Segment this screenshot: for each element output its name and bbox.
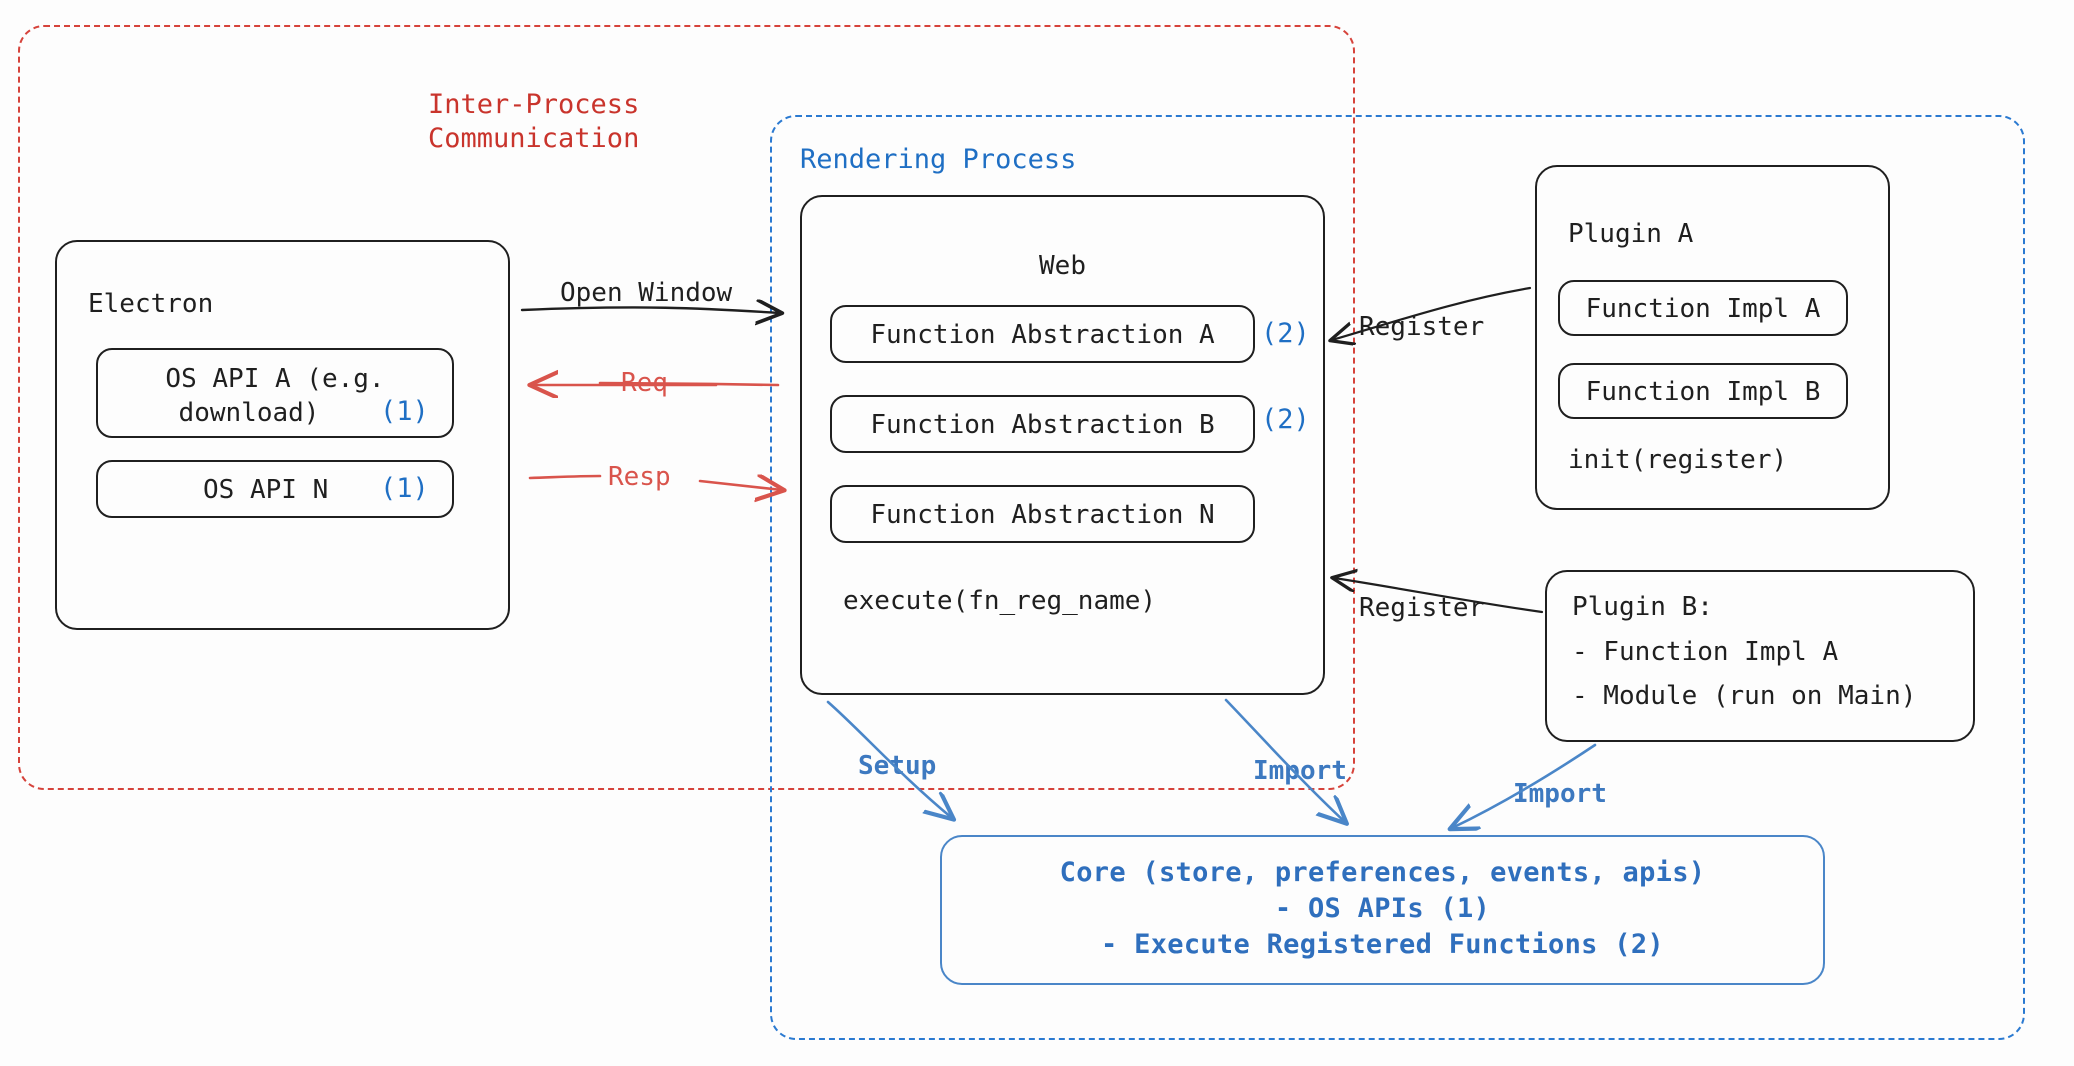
ipc-boundary: [18, 25, 1355, 790]
ipc-title-line2: Communication: [428, 123, 640, 154]
core-line-2: - OS APIs (1): [1274, 893, 1491, 924]
os-api-a-marker: (1): [380, 396, 429, 427]
electron-title: Electron: [88, 289, 214, 319]
function-impl-a-box[interactable]: [1558, 280, 1848, 336]
rendering-process-title: Rendering Process: [800, 144, 1077, 175]
plugin-a-init-label: init(register): [1568, 445, 1788, 475]
arrow-label-req: Req: [621, 368, 668, 398]
function-abstraction-b-box[interactable]: [830, 395, 1255, 453]
function-abstraction-b-marker: (2): [1261, 404, 1310, 435]
function-abstraction-n-box[interactable]: [830, 485, 1255, 543]
core-line-1: Core (store, preferences, events, apis): [1059, 857, 1706, 888]
arrow-label-register-plugin-b: Register: [1359, 593, 1485, 623]
arrow-label-open-window: Open Window: [560, 278, 733, 308]
arrow-label-import-web: Import: [1253, 756, 1347, 786]
function-impl-b-label: Function Impl B: [1585, 377, 1821, 407]
arrow-label-setup: Setup: [858, 751, 937, 781]
electron-box[interactable]: [55, 240, 510, 630]
os-api-a-label-line2: download): [178, 398, 320, 428]
arrow-label-register-plugin-a: Register: [1359, 312, 1485, 342]
function-impl-b-box[interactable]: [1558, 363, 1848, 419]
web-title: Web: [1039, 251, 1086, 281]
web-execute-label: execute(fn_reg_name): [843, 586, 1157, 616]
os-api-n-label: OS API N: [203, 475, 329, 505]
arrow-label-import-plugin-b: Import: [1513, 779, 1607, 809]
function-abstraction-a-label: Function Abstraction A: [870, 320, 1215, 350]
arrow-label-resp: Resp: [608, 462, 671, 492]
web-box[interactable]: [800, 195, 1325, 695]
os-api-n-marker: (1): [380, 473, 429, 504]
plugin-b-line-1: - Function Impl A: [1572, 637, 1839, 667]
ipc-title-line1: Inter-Process: [428, 89, 640, 120]
plugin-b-box[interactable]: [1545, 570, 1975, 742]
os-api-a-box[interactable]: [96, 348, 454, 438]
rendering-process-boundary: [770, 115, 2025, 1040]
function-abstraction-a-box[interactable]: [830, 305, 1255, 363]
os-api-n-box[interactable]: [96, 460, 454, 518]
plugin-a-box[interactable]: [1535, 165, 1890, 510]
core-line-3: - Execute Registered Functions (2): [1101, 929, 1664, 960]
function-impl-a-label: Function Impl A: [1585, 294, 1821, 324]
plugin-a-title: Plugin A: [1568, 219, 1694, 249]
function-abstraction-b-label: Function Abstraction B: [870, 410, 1215, 440]
plugin-b-line-2: - Module (run on Main): [1572, 681, 1917, 711]
plugin-b-title: Plugin B:: [1572, 592, 1713, 622]
function-abstraction-n-label: Function Abstraction N: [870, 500, 1215, 530]
function-abstraction-a-marker: (2): [1261, 318, 1310, 349]
core-box[interactable]: [940, 835, 1825, 985]
os-api-a-label-line1: OS API A (e.g.: [165, 364, 385, 394]
